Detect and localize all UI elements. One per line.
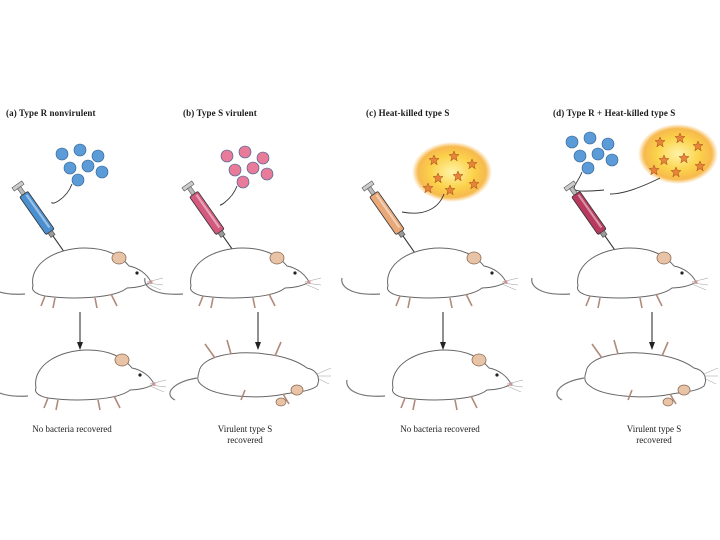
- heat-killed-cells: [412, 142, 492, 202]
- type-r-cell: [591, 147, 605, 161]
- injected-mouse: [143, 247, 322, 309]
- arrow-head: [649, 342, 655, 350]
- result-line: Virulent type S: [217, 424, 273, 434]
- type-s-cell: [220, 149, 234, 163]
- result-line: No bacteria recovered: [400, 424, 480, 434]
- type-r-cell: [73, 143, 87, 157]
- panel-c-title: (c) Heat-killed type S: [366, 108, 450, 118]
- panel-a-title: (a) Type R nonvirulent: [6, 108, 96, 118]
- arrow-head: [255, 342, 261, 350]
- type-r-cell: [605, 153, 619, 167]
- arrow-head: [77, 342, 83, 350]
- injected-mouse: [530, 247, 709, 309]
- type-s-cell: [238, 145, 252, 159]
- type-r-cell: [95, 165, 109, 179]
- result-line: recovered: [227, 435, 263, 445]
- surviving-mouse: [0, 349, 167, 411]
- type-r-cell: [91, 149, 105, 163]
- syringe: [361, 180, 426, 269]
- panel-c-result: No bacteria recovered: [370, 424, 510, 435]
- syringe: [563, 180, 628, 269]
- injected-mouse: [340, 247, 519, 309]
- panel-c: [340, 142, 524, 411]
- type-r-cell: [63, 161, 77, 175]
- type-s-cell: [236, 175, 250, 189]
- syringe: [11, 180, 76, 269]
- result-line: Virulent type S: [626, 424, 682, 434]
- type-s-cell: [228, 163, 242, 177]
- type-r-cell: [565, 135, 579, 149]
- type-r-cell: [583, 131, 597, 145]
- pointer-line: [573, 171, 605, 192]
- heat-killed-cells: [638, 124, 718, 184]
- type-r-cell: [581, 161, 595, 175]
- type-r-cell: [601, 137, 615, 151]
- panel-d: [530, 124, 719, 407]
- injected-mouse: [0, 247, 164, 309]
- panel-b-title: (b) Type S virulent: [183, 108, 257, 118]
- type-r-cell: [55, 147, 69, 161]
- pointer-line: [219, 185, 238, 206]
- dead-mouse: [169, 339, 332, 407]
- result-line: recovered: [636, 435, 672, 445]
- type-r-cell: [71, 173, 85, 187]
- surviving-mouse: [345, 349, 524, 411]
- type-s-cell: [256, 151, 270, 165]
- pointer-line: [609, 177, 661, 195]
- panel-b: [143, 145, 332, 407]
- result-line: No bacteria recovered: [32, 424, 112, 434]
- panel-d-title: (d) Type R + Heat-killed type S: [553, 108, 676, 118]
- panel-a: [0, 143, 167, 411]
- panel-a-result: No bacteria recovered: [2, 424, 142, 435]
- type-r-cell: [81, 159, 95, 173]
- type-s-cell: [246, 161, 260, 175]
- arrow-head: [440, 342, 446, 350]
- type-r-cell: [573, 149, 587, 163]
- type-s-cell: [260, 167, 274, 181]
- dead-mouse: [556, 339, 719, 407]
- pointer-line: [401, 193, 445, 214]
- pointer-line: [51, 183, 73, 204]
